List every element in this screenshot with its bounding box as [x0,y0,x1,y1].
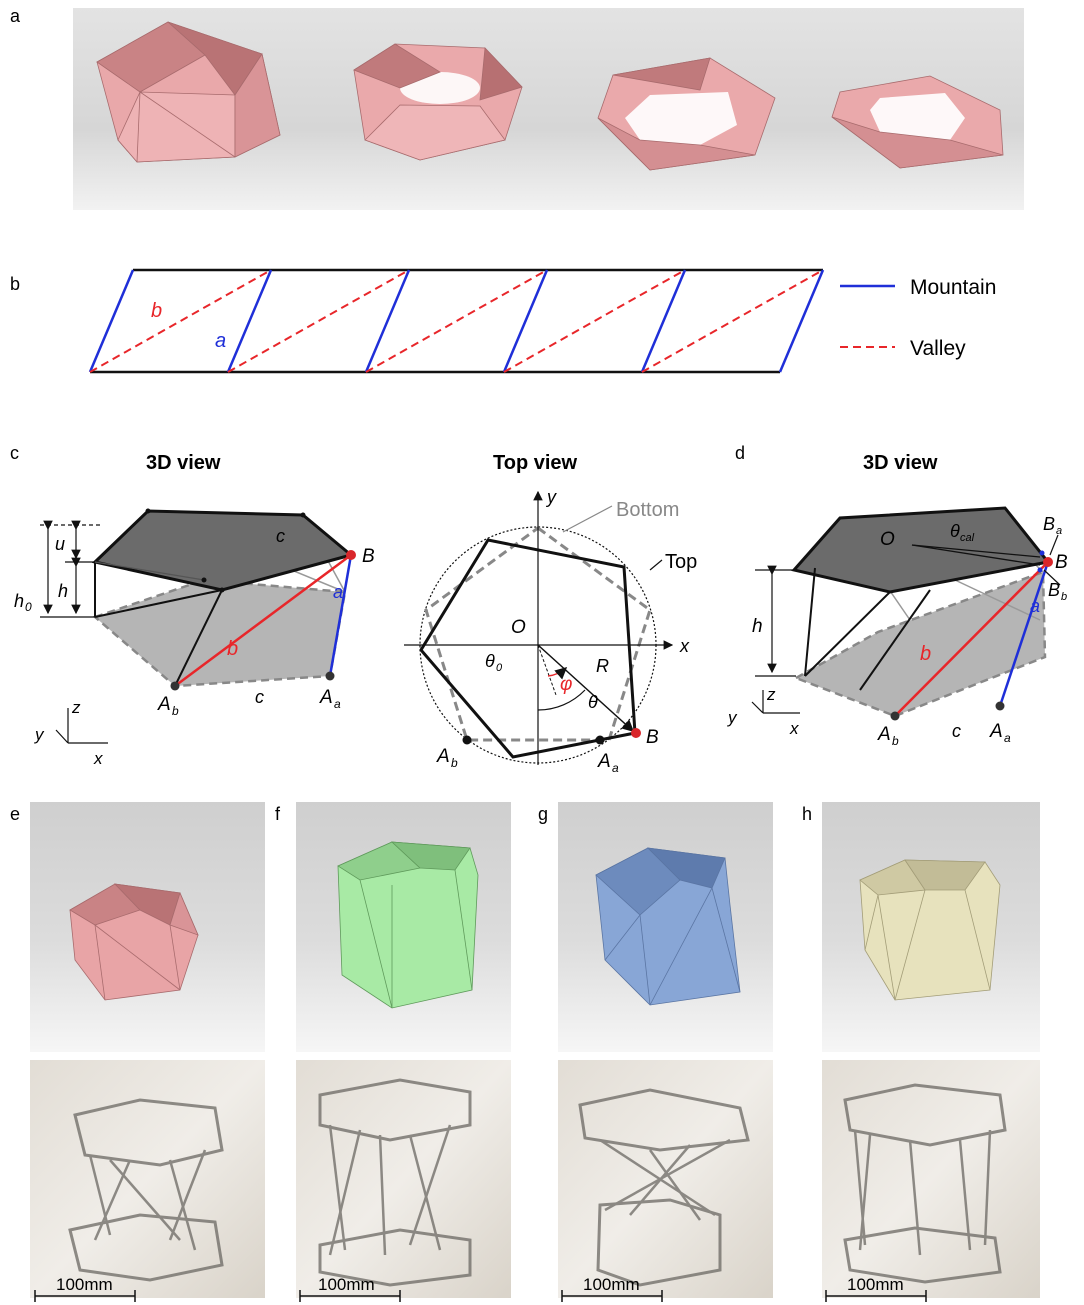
origami-tower-tall [96,21,281,163]
panel-f-render [296,802,511,1052]
origami-tower-mid [353,43,523,161]
d-label-Ab-sub: b [892,734,899,748]
top-label-bottom: Bottom [616,499,679,521]
top-axis-y: y [545,487,557,507]
c-label-h: h [58,581,68,601]
c-label-b: b [227,638,238,660]
d-axis-x: x [789,719,799,738]
top-label-Ab: A [436,746,450,767]
d-label-b: b [920,643,931,665]
d-label-Ab: A [877,724,891,745]
d-label-Aa-sub: a [1004,731,1011,745]
panel-h-photo [822,1060,1040,1298]
panel-e-letter: e [10,804,20,824]
d-3d-diagram: h O θ cal B a B B b a b c A b A a z y x [727,506,1068,748]
c-label-c-top: c [276,526,285,546]
top-axis-x: x [679,636,690,656]
d-label-O: O [880,529,895,550]
crease-pattern: b a [88,268,825,374]
d-label-Ba: B [1043,514,1055,534]
d-label-h: h [752,616,763,637]
d-axis-z: z [766,685,776,704]
d-label-a: a [1030,596,1040,616]
panel-g-letter: g [538,804,548,824]
top-label-theta0: θ [485,651,495,671]
panel-c-letter: c [10,443,19,463]
d-label-Ba-sub: a [1056,525,1062,537]
top-label-Aa-sub: a [612,761,619,775]
top-label-O: O [511,617,526,638]
c-label-a: a [333,582,343,602]
d-label-B: B [1055,552,1068,573]
c-axis-z: z [71,698,81,717]
panel-e-photo [30,1060,265,1298]
panel-e-scale-label: 100mm [56,1275,113,1294]
crease-legend: Mountain Valley [840,276,996,360]
top-label-top: Top [665,551,697,573]
panel-h-letter: h [802,804,812,824]
crease-label-a: a [215,330,226,352]
d-label-theta: θ [950,521,960,541]
panel-a-render [73,8,1024,210]
top-label-Aa: A [597,751,611,772]
panel-d-title: 3D view [863,452,938,474]
d-label-Bb: B [1048,580,1060,600]
panel-c-top-title: Top view [493,452,578,474]
c-label-B: B [362,546,375,567]
panel-g-scale: 100mm [561,1275,663,1302]
top-label-R: R [596,656,609,676]
legend-mountain-label: Mountain [910,276,996,299]
mountain-creases [88,269,825,373]
d-label-Bb-sub: b [1061,591,1067,603]
panel-f-scale-label: 100mm [318,1275,375,1294]
top-label-B: B [646,727,659,748]
top-label-theta: θ [588,692,598,712]
c-label-Ab-sub: b [172,704,179,718]
c-label-h0-sub: 0 [25,600,32,614]
panel-f-scale: 100mm [299,1275,401,1302]
c-top-diagram: y x Bottom Top O R θ θ 0 φ B A b A a [404,487,697,775]
panel-g-scale-label: 100mm [583,1275,640,1294]
crease-label-b: b [151,300,162,322]
panel-h-scale: 100mm [825,1275,927,1302]
panel-a-letter: a [10,6,21,26]
origami-tower-low [597,57,776,171]
c-label-u: u [55,534,65,554]
top-label-phi: φ [560,674,572,695]
panel-c-3d-title: 3D view [146,452,221,474]
c-axis-x: x [93,749,103,768]
d-axes [751,690,800,714]
panel-f-photo [296,1060,511,1298]
panel-b-letter: b [10,274,20,294]
panel-e-scale: 100mm [34,1275,136,1302]
c-label-Ab: A [157,694,171,715]
panel-h-render [822,802,1040,1052]
panel-f-letter: f [275,804,281,824]
c-axes [55,708,108,744]
c-axis-y: y [34,725,45,744]
origami-tower-flat [831,75,1004,169]
top-label-theta0-sub: 0 [496,662,503,674]
top-label-Ab-sub: b [451,756,458,770]
c-label-h0: h [14,591,24,611]
d-label-c: c [952,721,961,741]
c-3d-diagram: u h h 0 c c a b B A b A a z y x [14,508,375,768]
legend-valley-label: Valley [910,337,966,360]
panel-h-scale-label: 100mm [847,1275,904,1294]
panel-g-photo [558,1060,773,1298]
panel-e-render [30,802,265,1052]
panel-g-render [558,802,773,1052]
c-label-c-bottom: c [255,687,264,707]
c-label-Aa: A [319,687,333,708]
d-label-theta-sub: cal [960,532,975,544]
valley-creases [89,269,824,373]
d-axis-y: y [727,708,738,727]
c-label-Aa-sub: a [334,697,341,711]
panel-d-letter: d [735,443,745,463]
d-label-Aa: A [989,721,1003,742]
